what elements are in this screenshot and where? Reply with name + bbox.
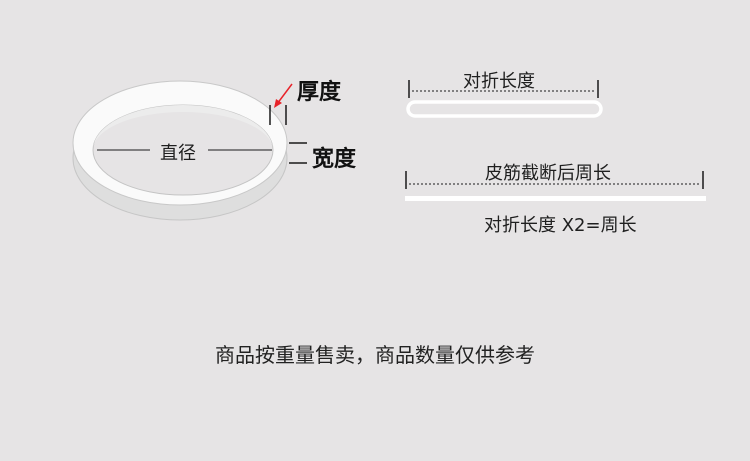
cut-band-figure — [405, 171, 706, 201]
thickness-label: 厚度 — [297, 80, 342, 105]
thickness-arrow — [276, 83, 293, 105]
footer-note: 商品按重量售卖，商品数量仅供参考 — [215, 343, 535, 367]
ring-inner-wall — [93, 105, 273, 150]
thickness-marker — [269, 83, 293, 125]
cut-circumference-label: 皮筋截断后周长 — [485, 163, 611, 184]
cut-band — [405, 196, 706, 201]
folded-length-label: 对折长度 — [463, 71, 535, 92]
width-label: 宽度 — [312, 147, 357, 172]
folded-band-figure — [406, 80, 603, 118]
width-marker — [289, 142, 307, 164]
diameter-label: 直径 — [160, 143, 196, 164]
folded-band — [406, 100, 603, 118]
elastic-ring — [72, 80, 288, 221]
formula-label: 对折长度 X2=周长 — [484, 215, 637, 236]
arrow-head-icon — [274, 99, 282, 108]
